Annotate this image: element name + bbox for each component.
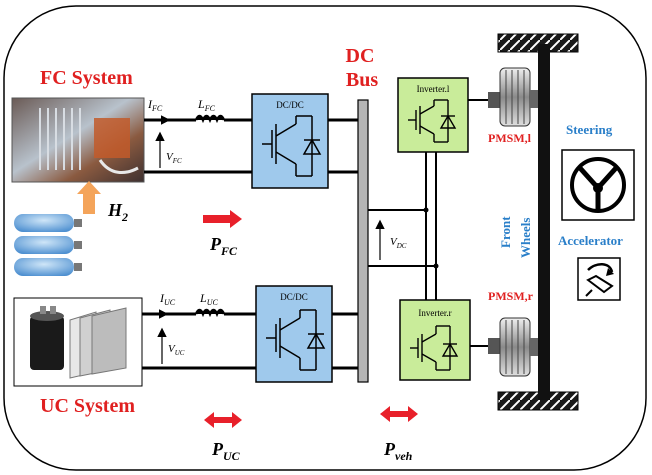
p-uc-label: PUC (211, 439, 241, 463)
accelerator-label: Accelerator (558, 233, 623, 248)
dc-bus-label-line2: Bus (346, 69, 378, 91)
p-fc-flow-arrow (203, 210, 242, 228)
p-veh-label: Pveh (383, 439, 413, 463)
junction-dot (424, 208, 429, 213)
steering-label: Steering (566, 122, 613, 137)
dc-bus-label-line1: DC (346, 45, 375, 67)
uc-system-label: UC System (40, 395, 135, 417)
pmsm-left-label: PMSM,l (488, 131, 532, 145)
v-uc-label: VUC (168, 343, 185, 357)
i-uc-label: IUC (159, 291, 176, 307)
inverter-left: Inverter.l (398, 78, 468, 152)
inverter-left-label: Inverter.l (417, 84, 450, 94)
dcdc-converter-bottom: DC/DC (256, 286, 332, 382)
h2-supply-arrow (77, 181, 101, 214)
hydrogen-tanks-icon (14, 214, 82, 276)
i-fc-label: IFC (147, 97, 163, 113)
dc-bus-bar (358, 100, 368, 382)
v-fc-label: VFC (166, 151, 182, 165)
bus-to-inverter-wiring (368, 150, 436, 300)
fuel-cell-photo (12, 98, 144, 182)
dcdc-top-label: DC/DC (276, 100, 304, 110)
inverter-right-label: Inverter.r (418, 308, 451, 318)
dcdc-bottom-label: DC/DC (280, 292, 308, 302)
front-wheels-label-line2: Wheels (518, 218, 533, 258)
front-axle (538, 44, 550, 400)
fc-system-label: FC System (40, 67, 133, 89)
front-wheels-label-line1: Front (498, 216, 513, 248)
fc-inductor (196, 116, 224, 120)
junction-dot (434, 264, 439, 269)
p-fc-label: PFC (209, 234, 238, 258)
uc-inductor (196, 310, 224, 314)
ultracapacitor-photo (14, 298, 142, 386)
p-uc-flow-arrow (204, 412, 242, 428)
h2-label: H2 (107, 200, 128, 224)
dcdc-converter-top: DC/DC (252, 94, 328, 188)
steering-wheel-icon (562, 150, 634, 220)
accelerator-pedal-icon (578, 258, 620, 300)
pmsm-right-label: PMSM,r (488, 289, 534, 303)
inverter-right: Inverter.r (400, 300, 470, 380)
v-dc-label: VDC (390, 236, 407, 250)
l-uc-label: LUC (199, 291, 218, 307)
p-veh-flow-arrow (380, 406, 418, 422)
l-fc-label: LFC (197, 97, 216, 113)
pmsm-motor-icon (488, 68, 542, 126)
pmsm-motor-icon (488, 318, 542, 376)
